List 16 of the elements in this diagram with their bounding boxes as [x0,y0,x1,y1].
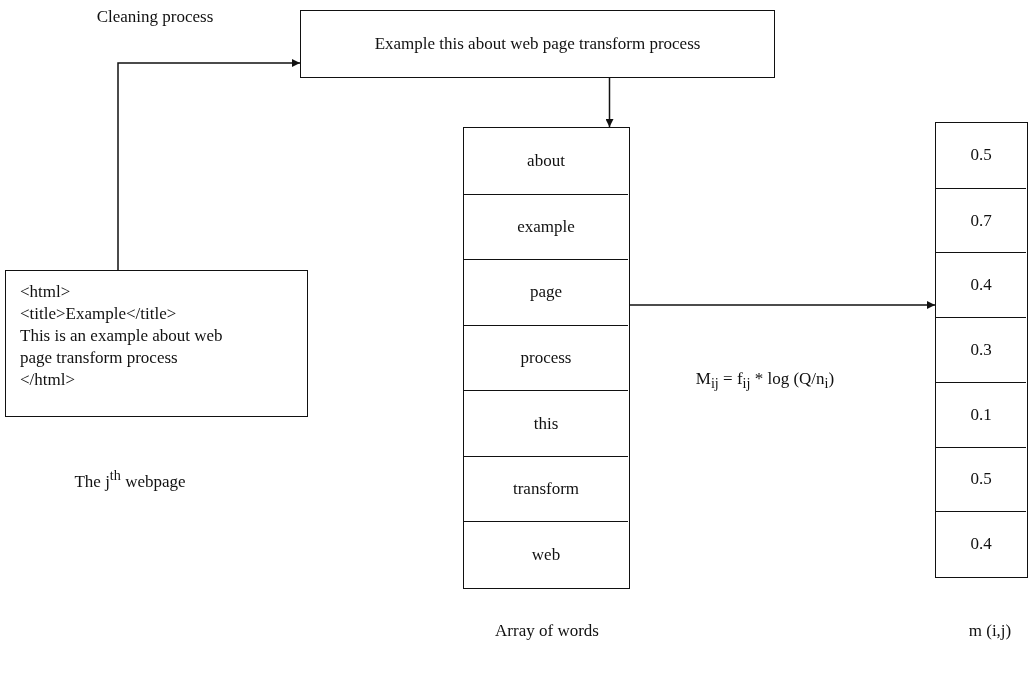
edge-label: Cleaning process [96,7,214,27]
code-line: <html> [20,281,72,303]
edge-label: M$_{ij}$ = f$_{ij}$ * log (Q/n$_{i}$) [695,369,835,393]
arrow [117,59,301,271]
webpage-box [5,270,308,417]
node-caption: m (i,j) [968,621,1012,641]
arrow [629,301,936,309]
node-caption: Array of words [495,621,599,641]
code-line: This is an example about web page transform process [20,325,224,369]
process-box: Example this about web page transform process [300,10,775,78]
node-caption: The j$^{th}$ webpage [74,467,186,492]
weight-vector [935,122,1028,578]
word-array [463,127,630,589]
arrow [605,77,614,128]
code-line: </html> [20,369,77,391]
code-line: <title>Example</title> [20,303,178,325]
